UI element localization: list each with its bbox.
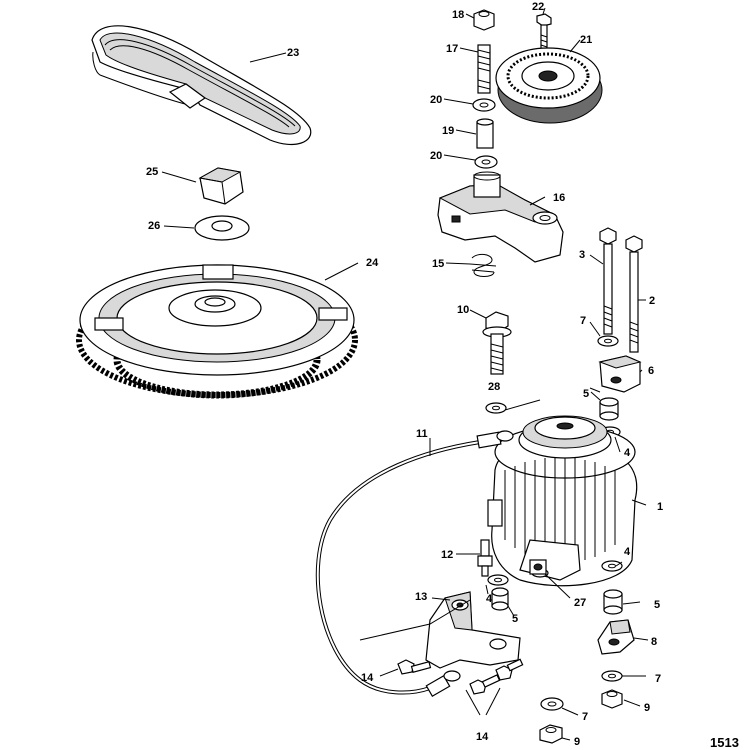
- callout-5-lower: 5: [654, 599, 660, 611]
- callout-7-lower-right: 7: [655, 673, 661, 685]
- mounting-bolt-long-2: [625, 235, 643, 353]
- callout-5-middle: 5: [512, 613, 518, 625]
- callout-28: 28: [488, 381, 500, 393]
- callout-12: 12: [441, 549, 453, 561]
- callout-23: 23: [287, 47, 299, 59]
- washer-4-lower: [601, 560, 623, 572]
- bracket-8: [597, 619, 635, 655]
- callout-18: 18: [452, 9, 464, 21]
- callout-4-upper: 4: [624, 447, 631, 459]
- spacer-washer-lower: [474, 155, 498, 169]
- mounting-bolt-long-3: [599, 227, 617, 335]
- callout-labels: 1 2 3 4 4 4 5 5 5 6 7 7 7 8 9 9 10 11 12…: [146, 1, 663, 748]
- nut-9-lower-right: [601, 689, 623, 709]
- nut-9-bottom-center: [539, 724, 563, 744]
- bushing-5-middle: [491, 587, 509, 611]
- tension-spring: [469, 253, 497, 277]
- callout-20-upper: 20: [430, 94, 442, 106]
- temperature-sender: [477, 539, 493, 577]
- callout-16: 16: [553, 192, 565, 204]
- drive-belt: [91, 25, 312, 145]
- callout-6: 6: [648, 365, 654, 377]
- callout-2: 2: [649, 295, 655, 307]
- callout-9-right: 9: [644, 702, 650, 714]
- callout-20-lower: 20: [430, 150, 442, 162]
- callout-13: 13: [415, 591, 427, 603]
- bracket-bolt-center: [469, 674, 501, 695]
- idler-pulley: [495, 47, 603, 124]
- alternator-pivot-bolt: [482, 311, 512, 375]
- callout-1: 1: [657, 501, 663, 513]
- callout-24: 24: [366, 257, 379, 269]
- flywheel: [76, 264, 358, 399]
- lower-bracket-13: [425, 591, 521, 669]
- washer-28: [485, 402, 507, 414]
- callout-3: 3: [579, 249, 585, 261]
- callout-8: 8: [651, 636, 657, 648]
- callout-4-lower: 4: [624, 546, 631, 558]
- pulley-stud: [477, 44, 491, 94]
- callout-17: 17: [446, 43, 458, 55]
- callout-10: 10: [457, 304, 469, 316]
- idler-bracket: [437, 171, 564, 263]
- bushing-5-upper: [599, 397, 619, 421]
- callout-9-bottom: 9: [574, 736, 580, 748]
- callout-21: 21: [580, 34, 592, 46]
- callout-26: 26: [148, 220, 160, 232]
- callout-11: 11: [416, 428, 428, 440]
- leader-lines: [161, 7, 649, 741]
- callout-5-upper: 5: [583, 388, 589, 400]
- washer-7-upper: [597, 335, 619, 347]
- figure-id: 1513: [710, 735, 739, 750]
- callout-14-left: 14: [361, 672, 374, 684]
- callout-27: 27: [574, 597, 586, 609]
- callout-22: 22: [532, 1, 544, 13]
- bushing-5-lower: [603, 589, 623, 615]
- callout-25: 25: [146, 166, 158, 178]
- bracket-bolt-left: [397, 659, 432, 675]
- callout-7-bottom: 7: [582, 711, 588, 723]
- spacer-sleeve: [476, 118, 494, 149]
- callout-14-bottom: 14: [476, 731, 489, 743]
- ground-cable: [315, 430, 514, 698]
- pulley-bolt: [536, 13, 552, 52]
- flywheel-nut: [198, 167, 244, 205]
- plug-connector: [529, 559, 547, 575]
- callout-19: 19: [442, 125, 454, 137]
- callout-7-upper: 7: [580, 315, 586, 327]
- callout-15: 15: [432, 258, 444, 270]
- alternator: [487, 415, 638, 587]
- washer-7-lower-right: [601, 670, 623, 682]
- mounting-bracket-6: [598, 355, 642, 393]
- washer-4-middle: [487, 574, 509, 586]
- bracket-bolt-right: [495, 658, 524, 681]
- spacer-washer-upper: [472, 98, 496, 112]
- callout-4-middle: 4: [486, 593, 493, 605]
- flywheel-washer: [194, 215, 250, 241]
- pulley-nut: [473, 9, 495, 31]
- washer-7-bottom: [540, 697, 564, 711]
